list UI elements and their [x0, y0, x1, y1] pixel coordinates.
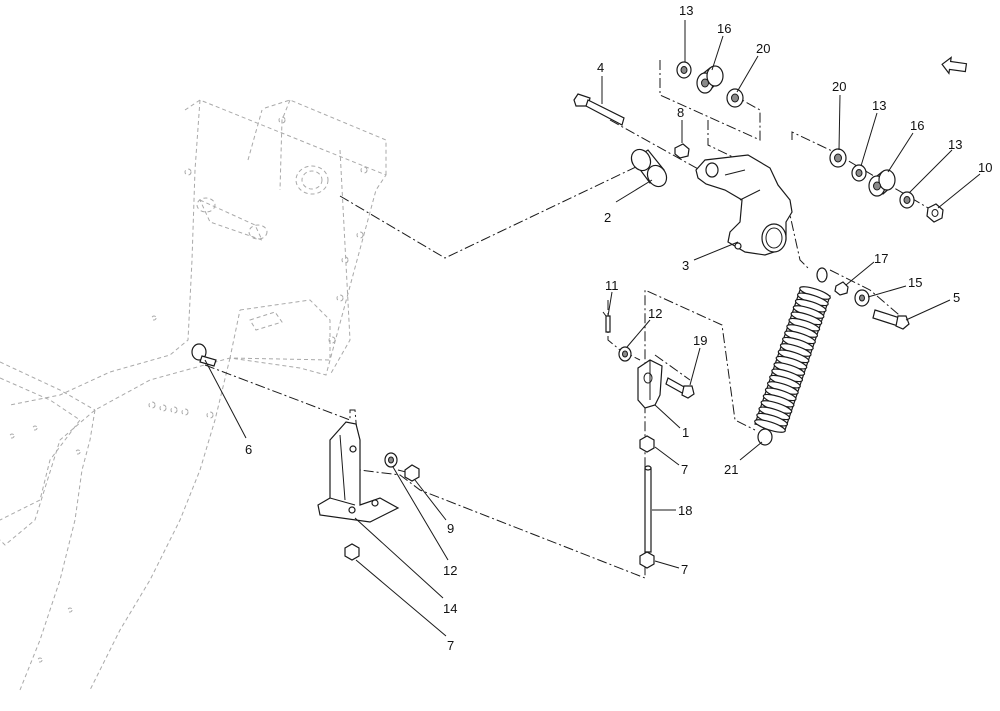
bracket-part-14 [317, 421, 400, 523]
washer-part-20-right [829, 148, 847, 168]
callout-5: 5 [905, 290, 960, 321]
callout-17: 17 [845, 251, 888, 286]
lever-arm-part-3 [695, 154, 793, 256]
callout-4-label: 4 [597, 60, 604, 75]
washer-part-12-clevis [618, 346, 632, 362]
callout-13-right-b-label: 13 [948, 137, 962, 152]
nut-part-10 [926, 203, 944, 223]
callout-16-right-label: 16 [910, 118, 924, 133]
callout-13-right-a-label: 13 [872, 98, 886, 113]
callout-1: 1 [654, 404, 689, 440]
callout-7-rod-bottom-label: 7 [681, 562, 688, 577]
callout-3-label: 3 [682, 258, 689, 273]
nut-part-9 [404, 464, 420, 482]
spring-part-21 [754, 267, 831, 446]
spring-coil [754, 419, 786, 433]
callout-3: 3 [682, 241, 739, 273]
callout-13-upper-label: 13 [679, 3, 693, 18]
callout-2-label: 2 [604, 210, 611, 225]
callout-4: 4 [597, 60, 604, 104]
callout-13-right-b: 13 [908, 137, 962, 194]
callout-20-upper: 20 [736, 41, 770, 93]
callout-9: 9 [414, 479, 454, 536]
bushing-part-2 [630, 148, 668, 188]
callout-7-rod-top: 7 [654, 446, 688, 477]
callout-10-label: 10 [978, 160, 992, 175]
pin-part-11 [602, 311, 611, 333]
washer-part-13-right-a [851, 164, 867, 182]
washer-part-12-bracket [384, 452, 398, 468]
callout-12-clevis-label: 12 [648, 306, 662, 321]
callout-19: 19 [689, 333, 707, 386]
callout-8: 8 [677, 105, 684, 143]
callout-17-label: 17 [874, 251, 888, 266]
callout-7-rod-bottom: 7 [654, 560, 688, 577]
callout-15: 15 [867, 275, 922, 298]
spacer-part-16-upper [696, 65, 724, 94]
callout-13-upper: 13 [679, 3, 693, 62]
callout-11-label: 11 [605, 278, 619, 293]
callout-1-label: 1 [682, 425, 689, 440]
callout-12-bracket-label: 12 [443, 563, 457, 578]
nut-part-7-rod-top [639, 435, 655, 453]
assembly-centerlines [204, 60, 941, 579]
callout-13-right-a: 13 [860, 98, 886, 167]
rod-part-18 [644, 465, 652, 553]
callout-7-bracket: 7 [355, 559, 454, 653]
bolt-part-5 [872, 309, 910, 330]
bolt-part-6 [191, 343, 217, 367]
callout-6: 6 [204, 359, 252, 457]
callout-10: 10 [937, 160, 992, 209]
callout-16-right: 16 [887, 118, 924, 173]
direction-arrow-icon [941, 56, 968, 75]
callout-20-right-label: 20 [832, 79, 846, 94]
callout-2: 2 [604, 179, 653, 225]
callout-20-upper-label: 20 [756, 41, 770, 56]
washer-part-15 [854, 289, 870, 307]
callout-6-label: 6 [245, 442, 252, 457]
callout-12-bracket: 12 [392, 466, 457, 578]
callout-7-bracket-label: 7 [447, 638, 454, 653]
callout-15-label: 15 [908, 275, 922, 290]
callout-21-label: 21 [724, 462, 738, 477]
callout-16-upper-label: 16 [717, 21, 731, 36]
callout-16-upper: 16 [711, 21, 731, 71]
callout-18-label: 18 [678, 503, 692, 518]
bolt-part-4 [573, 93, 625, 126]
callout-14: 14 [354, 517, 457, 616]
spacer-part-16-right [868, 169, 896, 197]
washer-part-20-upper [726, 88, 744, 108]
bolt-part-19 [665, 377, 695, 399]
nut-part-8 [674, 143, 690, 159]
callout-14-label: 14 [443, 601, 457, 616]
callout-21: 21 [724, 441, 763, 477]
nut-part-17 [834, 281, 849, 296]
nut-part-7-bracket [344, 543, 360, 561]
washer-part-13-right-b [899, 191, 915, 209]
washer-part-13-upper [676, 61, 692, 79]
nut-part-7-rod-bottom [639, 551, 655, 569]
callout-18: 18 [652, 503, 692, 518]
callout-9-label: 9 [447, 521, 454, 536]
callout-8-label: 8 [677, 105, 684, 120]
callout-12-clevis: 12 [626, 306, 662, 348]
loader-frame-ghost [0, 99, 387, 691]
callout-20-right: 20 [832, 79, 846, 151]
callout-19-label: 19 [693, 333, 707, 348]
callout-7-rod-top-label: 7 [681, 462, 688, 477]
callout-5-label: 5 [953, 290, 960, 305]
callout-11: 11 [605, 278, 619, 317]
clevis-part-1 [637, 359, 663, 409]
